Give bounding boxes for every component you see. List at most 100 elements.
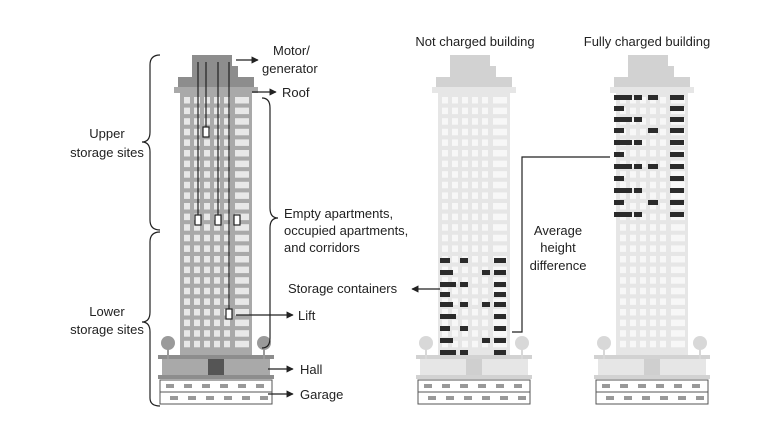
window xyxy=(650,287,656,295)
window-wide xyxy=(493,139,507,146)
window xyxy=(204,150,210,157)
window xyxy=(640,97,646,104)
storage-container xyxy=(440,338,453,343)
window xyxy=(194,203,200,210)
window xyxy=(184,266,190,274)
window xyxy=(482,107,488,115)
window xyxy=(462,150,468,157)
window-wide xyxy=(671,181,685,189)
window xyxy=(214,340,220,348)
window xyxy=(640,234,646,242)
window xyxy=(452,298,458,305)
podium-cap xyxy=(158,355,274,359)
storage-container xyxy=(494,302,506,307)
window xyxy=(630,298,636,305)
window xyxy=(660,192,666,199)
car xyxy=(660,396,668,400)
ground-line xyxy=(416,375,532,379)
window xyxy=(224,203,230,210)
window-wide xyxy=(493,224,507,231)
window xyxy=(482,160,488,168)
lower-storage-label-line2: storage sites xyxy=(70,322,144,337)
window xyxy=(452,309,458,316)
window xyxy=(442,192,448,199)
window-wide xyxy=(671,319,685,327)
window xyxy=(630,118,636,125)
window-wide xyxy=(235,256,249,263)
storage-container xyxy=(614,176,624,181)
apartments-label-line1: Empty apartments, xyxy=(284,206,393,221)
window xyxy=(214,118,220,125)
window xyxy=(462,287,468,295)
window xyxy=(482,181,488,189)
window xyxy=(660,213,666,221)
storage-container xyxy=(440,326,450,331)
window xyxy=(452,160,458,168)
window xyxy=(462,234,468,242)
window-wide xyxy=(493,150,507,157)
window-wide xyxy=(493,118,507,125)
window xyxy=(224,160,230,168)
window xyxy=(482,266,488,274)
window xyxy=(442,171,448,178)
storage-container xyxy=(494,350,506,355)
window xyxy=(224,213,230,221)
window xyxy=(204,245,210,252)
window xyxy=(462,181,468,189)
window xyxy=(462,245,468,252)
window-wide xyxy=(235,319,249,327)
car xyxy=(220,384,228,388)
window xyxy=(650,245,656,252)
storage-container xyxy=(494,326,506,331)
window xyxy=(462,340,468,348)
window xyxy=(452,213,458,221)
window xyxy=(482,330,488,337)
window xyxy=(452,128,458,136)
window-wide xyxy=(671,298,685,305)
rooftop-structure xyxy=(450,55,490,77)
window xyxy=(184,213,190,221)
window xyxy=(452,203,458,210)
window xyxy=(184,139,190,146)
window-wide xyxy=(235,287,249,295)
window xyxy=(472,224,478,231)
window xyxy=(184,298,190,305)
window xyxy=(204,298,210,305)
window xyxy=(462,203,468,210)
window xyxy=(650,181,656,189)
lower-storage-label-line1: Lower xyxy=(89,304,125,319)
window xyxy=(472,298,478,305)
upper-storage-label-line2: storage sites xyxy=(70,145,144,160)
car xyxy=(170,396,178,400)
window xyxy=(660,245,666,252)
window xyxy=(184,160,190,168)
window xyxy=(472,181,478,189)
window xyxy=(224,277,230,284)
window xyxy=(194,107,200,115)
window xyxy=(194,330,200,337)
storage-container xyxy=(440,258,450,263)
window xyxy=(194,245,200,252)
window xyxy=(650,203,656,210)
window xyxy=(214,128,220,136)
window xyxy=(640,298,646,305)
window-wide xyxy=(235,107,249,115)
window xyxy=(224,287,230,295)
window xyxy=(462,192,468,199)
window xyxy=(194,224,200,231)
roof-ledge xyxy=(174,87,258,93)
storage-container xyxy=(648,95,658,100)
window xyxy=(442,298,448,305)
rooftop-structure xyxy=(628,55,668,77)
window xyxy=(630,287,636,295)
window-wide xyxy=(671,277,685,284)
window-wide xyxy=(671,192,685,199)
window-wide xyxy=(671,234,685,242)
window xyxy=(462,171,468,178)
window xyxy=(462,224,468,231)
window-wide xyxy=(493,97,507,104)
window xyxy=(630,266,636,274)
storage-container xyxy=(614,212,632,217)
window xyxy=(194,277,200,284)
window xyxy=(650,340,656,348)
